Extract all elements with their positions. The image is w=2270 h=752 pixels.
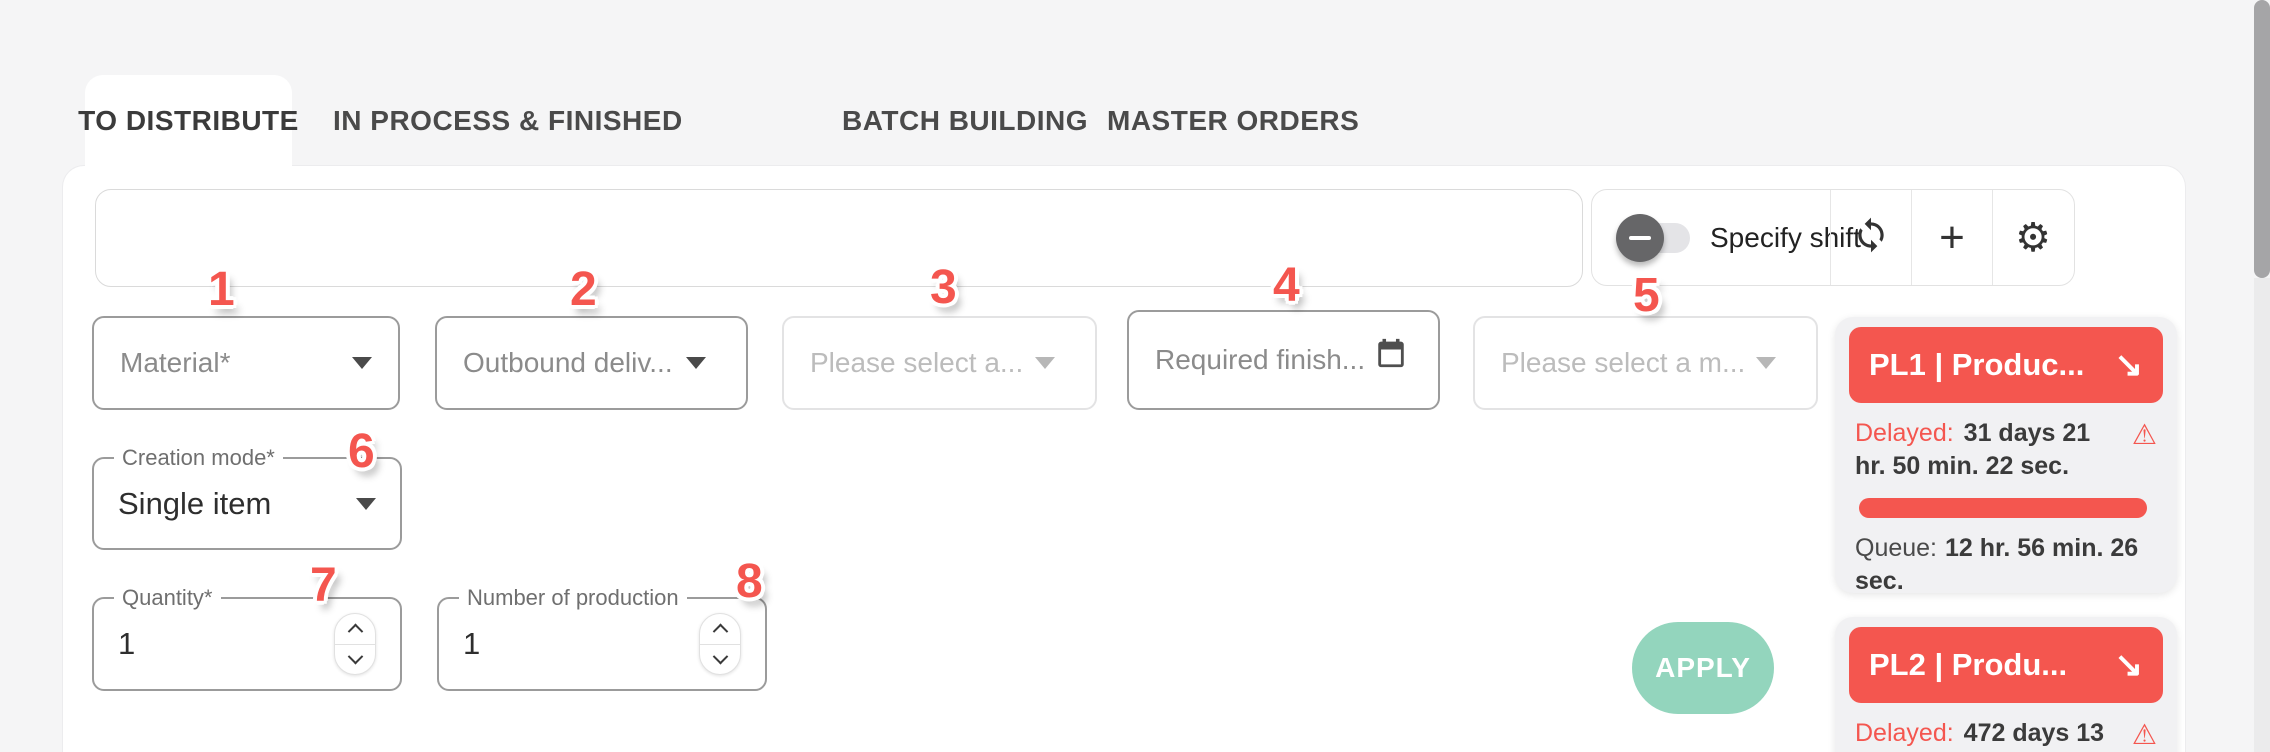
toggle-track[interactable] bbox=[1616, 213, 1690, 262]
production-line-card-pl2: PL2 | Produ... ↘ ⚠ Delayed:472 days 13 h… bbox=[1835, 617, 2177, 752]
outbound-delivery-label: Outbound deliv... bbox=[463, 347, 673, 378]
chevron-up-icon bbox=[712, 623, 728, 640]
creation-mode-select[interactable]: Creation mode* Single item bbox=[92, 445, 402, 550]
number-of-production-field[interactable]: Number of production 1 bbox=[437, 585, 767, 691]
refresh-button[interactable] bbox=[1831, 190, 1911, 285]
chevron-down-icon bbox=[356, 497, 376, 510]
chevron-down-icon bbox=[352, 357, 372, 369]
number-of-production-label: Number of production bbox=[459, 585, 687, 611]
plus-icon: + bbox=[1939, 212, 1965, 262]
warning-icon: ⚠ bbox=[2131, 719, 2157, 750]
step-badge-7: 7 bbox=[310, 559, 337, 612]
gear-icon: ⚙ bbox=[2015, 215, 2051, 260]
step-badge-8: 8 bbox=[736, 555, 763, 608]
chevron-down-icon bbox=[1035, 357, 1055, 369]
tab-master-orders[interactable]: MASTER ORDERS bbox=[1107, 104, 1360, 136]
pl2-delayed-line: ⚠ Delayed:472 days 13 hr. 23 min. 47 sec… bbox=[1855, 717, 2157, 752]
stepper-up-button[interactable] bbox=[700, 614, 740, 645]
step-badge-5: 5 bbox=[1633, 269, 1660, 322]
step-badge-4: 4 bbox=[1273, 259, 1300, 312]
select-field-5[interactable]: Please select a m... bbox=[1473, 316, 1818, 410]
warning-icon: ⚠ bbox=[2131, 419, 2157, 450]
quantity-label: Quantity* bbox=[114, 585, 221, 611]
material-select-label: Material* bbox=[120, 347, 231, 378]
delayed-label: Delayed: bbox=[1855, 719, 1954, 747]
creation-mode-label: Creation mode* bbox=[114, 445, 283, 471]
chevron-down-icon bbox=[1756, 357, 1776, 369]
calendar-icon[interactable] bbox=[1374, 336, 1408, 377]
stepper-down-button[interactable] bbox=[700, 645, 740, 675]
select-field-5-label: Please select a m... bbox=[1501, 347, 1746, 378]
pl1-header-button[interactable]: PL1 | Produc... ↘ bbox=[1849, 327, 2163, 403]
divider bbox=[1992, 190, 1993, 285]
quantity-value: 1 bbox=[118, 626, 136, 661]
creation-mode-value: Single item bbox=[118, 485, 272, 521]
tab-to-distribute[interactable]: TO DISTRIBUTE bbox=[78, 75, 298, 166]
scrollbar-track[interactable] bbox=[2254, 278, 2270, 752]
apply-button[interactable]: APPLY bbox=[1632, 622, 1774, 714]
chevron-down-icon bbox=[347, 648, 363, 665]
tab-in-process-finished[interactable]: IN PROCESS & FINISHED bbox=[333, 104, 683, 136]
pl1-title: PL1 | Produc... bbox=[1869, 347, 2085, 382]
toggle-knob[interactable] bbox=[1616, 213, 1664, 262]
step-badge-6: 6 bbox=[348, 425, 375, 478]
stepper-down-button[interactable] bbox=[335, 645, 375, 675]
sync-icon bbox=[1852, 216, 1890, 259]
step-badge-1: 1 bbox=[208, 263, 235, 316]
delayed-value: 31 days 21 hr. 50 min. 22 sec. bbox=[1855, 419, 2091, 480]
queue-label: Queue: bbox=[1855, 534, 1938, 562]
delayed-label: Delayed: bbox=[1855, 419, 1954, 447]
pl1-progress-bar bbox=[1859, 498, 2147, 518]
pl1-body: ⚠ Delayed:31 days 21 hr. 50 min. 22 sec.… bbox=[1849, 403, 2163, 597]
tab-batch-building[interactable]: BATCH BUILDING bbox=[842, 104, 1089, 136]
delayed-value: 472 days 13 hr. 23 min. 47 sec. bbox=[1855, 719, 2105, 752]
toolbar-controls: Specify shift + ⚙ bbox=[1591, 189, 2075, 286]
add-button[interactable]: + bbox=[1912, 190, 1992, 285]
chevron-down-icon bbox=[686, 357, 706, 369]
production-line-card-pl1: PL1 | Produc... ↘ ⚠ Delayed:31 days 21 h… bbox=[1835, 317, 2177, 595]
pl1-delayed-line: ⚠ Delayed:31 days 21 hr. 50 min. 22 sec. bbox=[1855, 417, 2157, 482]
specify-shift-label: Specify shift bbox=[1710, 221, 1861, 253]
arrow-down-right-icon: ↘ bbox=[2114, 646, 2144, 684]
filter-bar[interactable] bbox=[95, 189, 1583, 287]
step-badge-2: 2 bbox=[570, 263, 597, 316]
divider bbox=[1911, 190, 1912, 285]
quantity-field[interactable]: Quantity* 1 bbox=[92, 585, 402, 691]
specify-shift-toggle[interactable]: Specify shift bbox=[1592, 190, 1861, 285]
arrow-down-right-icon: ↘ bbox=[2114, 346, 2144, 384]
divider bbox=[1830, 190, 1831, 285]
required-finish-date-field[interactable]: Required finish... bbox=[1127, 310, 1440, 410]
queue-value: 12 hr. 56 min. 26 sec. bbox=[1855, 534, 2139, 595]
material-select[interactable]: Material* bbox=[92, 316, 400, 410]
pl1-queue-line: Queue:12 hr. 56 min. 26 sec. bbox=[1855, 532, 2157, 597]
step-badge-3: 3 bbox=[930, 261, 957, 314]
quantity-stepper[interactable] bbox=[334, 613, 376, 675]
required-finish-label: Required finish... bbox=[1155, 344, 1366, 375]
number-of-production-value: 1 bbox=[463, 626, 481, 661]
select-field-3[interactable]: Please select a... bbox=[782, 316, 1097, 410]
outbound-delivery-select[interactable]: Outbound deliv... bbox=[435, 316, 748, 410]
chevron-up-icon bbox=[347, 623, 363, 640]
stepper-up-button[interactable] bbox=[335, 614, 375, 645]
chevron-down-icon bbox=[712, 648, 728, 665]
settings-button[interactable]: ⚙ bbox=[1993, 190, 2073, 285]
pl2-header-button[interactable]: PL2 | Produ... ↘ bbox=[1849, 627, 2163, 703]
minus-icon bbox=[1629, 235, 1651, 240]
number-of-production-stepper[interactable] bbox=[699, 613, 741, 675]
select-field-3-label: Please select a... bbox=[810, 347, 1024, 378]
pl2-title: PL2 | Produ... bbox=[1869, 647, 2068, 682]
scrollbar-thumb[interactable] bbox=[2254, 0, 2270, 278]
pl2-body: ⚠ Delayed:472 days 13 hr. 23 min. 47 sec… bbox=[1849, 703, 2163, 752]
